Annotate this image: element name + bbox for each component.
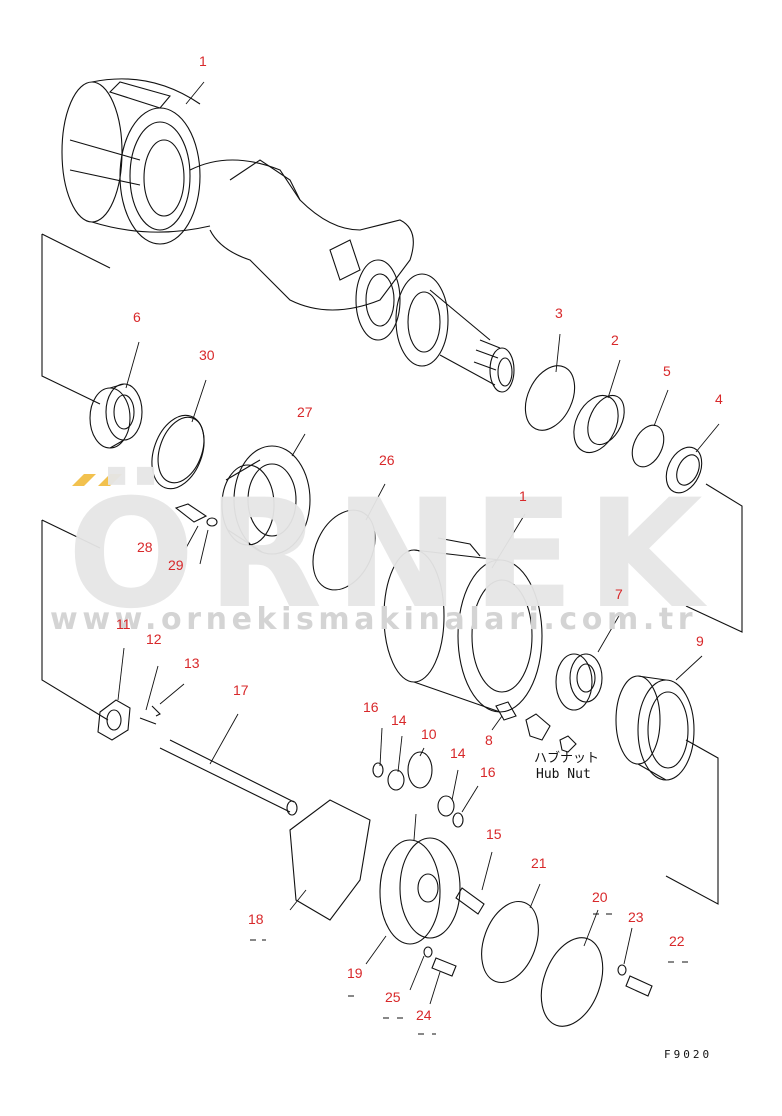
- watermark-brand: ÖRNEK: [67, 468, 715, 642]
- gasket-18-drawing: [289, 799, 371, 921]
- oring-26-drawing: [312, 509, 376, 591]
- callout-1-drum: 1: [519, 488, 527, 504]
- callout-6: 6: [133, 309, 141, 325]
- hub-nut-label-jp: ハブナット: [534, 751, 600, 766]
- callout-22: 22: [669, 933, 685, 949]
- hub-nut-label-en: Hub Nut: [536, 767, 591, 782]
- callout-10: 10: [421, 726, 437, 742]
- bolt-12-drawing: [139, 717, 157, 725]
- callout-27: 27: [297, 404, 313, 420]
- callout-19: 19: [347, 965, 363, 981]
- bearing-2-drawing: [573, 394, 625, 454]
- dash-marks: [250, 913, 688, 1035]
- ring-gear-9-drawing: [615, 675, 695, 781]
- ring-30-drawing: [151, 414, 205, 490]
- seal-4-drawing: [665, 446, 703, 494]
- bolt-22-drawing: [625, 975, 653, 997]
- watermark-url: www.ornekismakinalari.com.tr: [50, 602, 698, 637]
- callout-leaders: [117, 81, 720, 1005]
- callout-3: 3: [555, 305, 563, 321]
- bolt-15-drawing: [455, 887, 485, 915]
- axle-housing-drawing: [61, 78, 515, 393]
- shaft-17-drawing: [159, 739, 298, 816]
- callout-20: 20: [592, 889, 608, 905]
- callout-15: 15: [486, 826, 502, 842]
- washer-25-drawing: [423, 946, 433, 958]
- washer-23-drawing: [617, 964, 627, 976]
- callout-8: 8: [485, 732, 493, 748]
- gasket-21-drawing: [481, 900, 539, 984]
- callout-24: 24: [416, 1007, 432, 1023]
- callout-11: 11: [116, 616, 131, 632]
- callout-7: 7: [615, 586, 623, 602]
- bolt-8-drawing: [495, 701, 517, 721]
- plug-5-drawing: [631, 424, 665, 468]
- callout-25: 25: [385, 989, 401, 1005]
- callout-23: 23: [628, 909, 644, 925]
- figure-code: F9020: [664, 1048, 713, 1061]
- callout-9: 9: [696, 633, 704, 649]
- callout-1-housing: 1: [199, 53, 207, 69]
- hub-nut-drawing: [525, 713, 577, 753]
- nut-11-drawing: [97, 699, 131, 741]
- callout-29: 29: [168, 557, 184, 573]
- callout-21: 21: [531, 855, 547, 871]
- carrier-19-drawing: [379, 837, 461, 945]
- callout-26: 26: [379, 452, 395, 468]
- assembly-leader-lines: [41, 233, 743, 905]
- planet-gear-10-drawing: [372, 751, 464, 828]
- callout-12: 12: [146, 631, 162, 647]
- bearing-7-drawing: [555, 653, 603, 711]
- oring-3-drawing: [524, 365, 576, 431]
- bolt-24-drawing: [431, 957, 457, 977]
- callout-5: 5: [663, 363, 671, 379]
- callout-13: 13: [184, 655, 200, 671]
- bearing-6-drawing: [89, 383, 143, 449]
- bolt-28-drawing: [174, 503, 218, 527]
- callout-2: 2: [611, 332, 619, 348]
- hub-27-drawing: [221, 445, 311, 555]
- callout-16-left: 16: [363, 699, 379, 715]
- callout-14-left: 14: [391, 712, 407, 728]
- callout-28: 28: [137, 539, 153, 555]
- callout-17: 17: [233, 682, 249, 698]
- cover-20-drawing: [540, 937, 604, 1027]
- callout-4: 4: [715, 391, 723, 407]
- callout-30: 30: [199, 347, 215, 363]
- pin-13-drawing: [151, 705, 161, 717]
- callout-16-right: 16: [480, 764, 496, 780]
- watermark-accent: [72, 474, 122, 486]
- callout-18: 18: [248, 911, 264, 927]
- callout-14-right: 14: [450, 745, 466, 761]
